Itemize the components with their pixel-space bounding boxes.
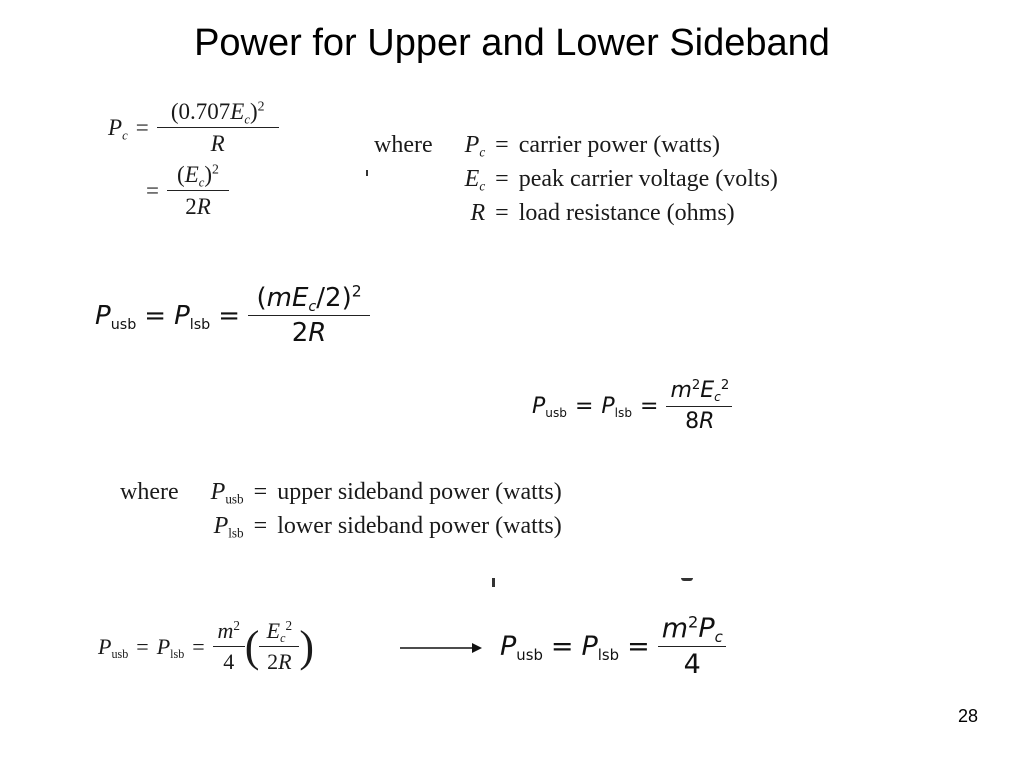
- carrier-power-lhs: Pc: [108, 115, 128, 143]
- sideband-power-equation-2: Pusb = Plsb = m2Ec2 8R: [532, 379, 733, 433]
- carrier-def-row: where Pc = carrier power (watts): [370, 128, 782, 162]
- scan-speck: [681, 578, 693, 581]
- def-load-resistance: load resistance (ohms): [518, 199, 735, 226]
- sideband-def-row: Plsb = lower sideband power (watts): [116, 509, 566, 543]
- where-label: where: [120, 478, 179, 505]
- carrier-definitions: where Pc = carrier power (watts) Ec = pe…: [370, 128, 782, 230]
- slide-title: Power for Upper and Lower Sideband: [194, 22, 830, 64]
- carrier-power-equation: Pc = (0.707Ec)2 R = (Ec)2 2R: [108, 99, 279, 218]
- carrier-power-fraction-2: (Ec)2 2R: [166, 162, 229, 218]
- sideband-power-equation-4: Pusb = Plsb = m2Pc 4: [500, 614, 727, 678]
- arrow-right-icon: [400, 643, 482, 653]
- def-carrier-power: carrier power (watts): [518, 131, 720, 158]
- def-peak-carrier-voltage: peak carrier voltage (volts): [518, 165, 778, 192]
- def-lower-sideband-power: lower sideband power (watts): [277, 512, 562, 539]
- carrier-power-fraction-1: (0.707Ec)2 R: [156, 99, 279, 155]
- scan-speck: [366, 170, 368, 176]
- def-upper-sideband-power: upper sideband power (watts): [277, 478, 562, 505]
- sideband-def-row: where Pusb = upper sideband power (watts…: [116, 475, 566, 509]
- carrier-def-row: Ec = peak carrier voltage (volts): [370, 162, 782, 196]
- where-label: where: [374, 131, 433, 158]
- sideband-power-equation-3: Pusb = Plsb = m2 4 ( Ec2 2R ): [98, 618, 314, 674]
- page-number: 28: [957, 706, 978, 726]
- sideband-power-equation-1: Pusb = Plsb = (mEc/2)2 2R: [95, 284, 371, 346]
- scan-speck: [492, 578, 495, 587]
- sideband-definitions: where Pusb = upper sideband power (watts…: [116, 475, 566, 543]
- carrier-def-row: R = load resistance (ohms): [370, 196, 782, 230]
